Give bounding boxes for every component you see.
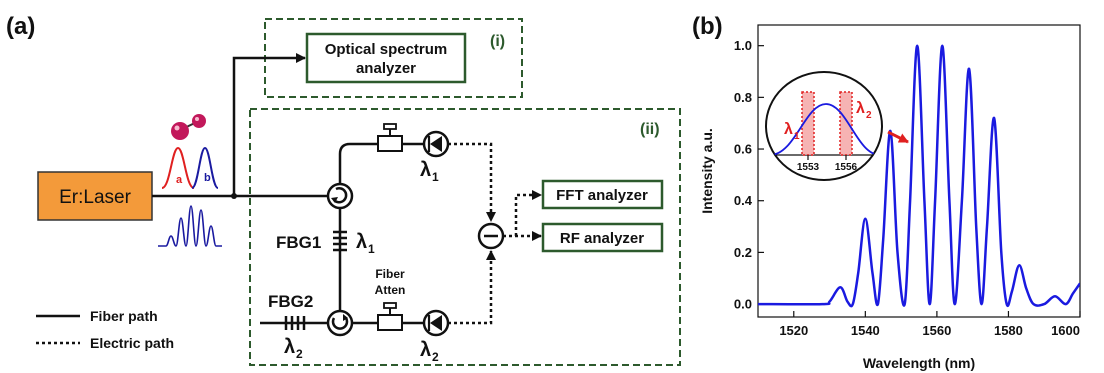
rf-analyzer: RF analyzer bbox=[541, 222, 664, 253]
legend-electric-label: Electric path bbox=[90, 335, 174, 351]
fbg2-label: FBG2 bbox=[268, 292, 313, 311]
subtractor-icon bbox=[477, 222, 505, 250]
lambda1-upper-label: λ 1 bbox=[420, 159, 439, 184]
inset-tick-1556: 1556 bbox=[835, 162, 858, 173]
inset-lambda1-label: λ 1 bbox=[784, 121, 800, 142]
electric-lower-to-subtractor bbox=[448, 250, 496, 325]
y-axis-label: Intensity a.u. bbox=[699, 128, 715, 214]
inset-gaussian-curve bbox=[769, 103, 881, 156]
x-tick-label: 1520 bbox=[779, 323, 808, 338]
box-ii-tag: (ii) bbox=[640, 121, 660, 138]
dashed-box-ii bbox=[249, 108, 681, 366]
y-tick-label: 0.0 bbox=[734, 297, 752, 312]
svg-text:λ: λ bbox=[284, 336, 295, 358]
pulse-a-label: a bbox=[176, 174, 183, 186]
pulse-b-icon bbox=[191, 146, 219, 189]
svg-text:1: 1 bbox=[368, 242, 375, 256]
svg-text:1: 1 bbox=[794, 131, 800, 142]
inset-spectrum: 1553 1556 λ 1 λ 2 bbox=[765, 71, 883, 181]
osa-label-line1: Optical spectrum bbox=[325, 41, 448, 58]
fbg1-grating-icon bbox=[333, 230, 347, 252]
inset-pointer-arrow bbox=[887, 130, 909, 144]
panel-b-tag: (b) bbox=[692, 13, 723, 40]
er-laser-box: Er:Laser bbox=[37, 171, 153, 221]
photodiode-upper-icon bbox=[422, 130, 450, 158]
x-tick-label: 1560 bbox=[922, 323, 951, 338]
legend: Fiber path Electric path bbox=[36, 308, 174, 351]
attenuator-lower-icon bbox=[377, 302, 403, 331]
y-tick-label: 0.6 bbox=[734, 142, 752, 157]
fiber-atten-label-line1: Fiber bbox=[375, 267, 405, 281]
beat-pulse-icon bbox=[158, 205, 222, 247]
svg-text:λ: λ bbox=[856, 100, 865, 117]
fiber-junction-dot bbox=[231, 193, 237, 199]
fiber-upper-arm bbox=[338, 142, 378, 184]
inset-tick-1553: 1553 bbox=[797, 162, 820, 173]
attenuator-upper-icon bbox=[377, 123, 403, 152]
electric-upper-to-subtractor bbox=[448, 142, 496, 222]
rf-label: RF analyzer bbox=[560, 230, 644, 247]
svg-text:2: 2 bbox=[432, 350, 439, 364]
electric-to-fft bbox=[514, 190, 542, 236]
y-tick-label: 1.0 bbox=[734, 38, 752, 53]
x-tick-label: 1580 bbox=[994, 323, 1023, 338]
svg-text:1: 1 bbox=[432, 170, 439, 184]
laser-label: Er:Laser bbox=[59, 187, 131, 208]
lambda2-fbg-label: λ 2 bbox=[284, 336, 303, 361]
series-line-intensity bbox=[758, 44, 1080, 308]
lambda2-lower-label: λ 2 bbox=[420, 339, 439, 364]
circulator-lower-icon bbox=[326, 309, 354, 337]
photodiode-lower-icon bbox=[422, 309, 450, 337]
lambda1-fbg-label: λ 1 bbox=[356, 231, 375, 256]
svg-text:2: 2 bbox=[296, 347, 303, 361]
fbg1-label: FBG1 bbox=[276, 233, 321, 252]
inset-lambda2-label: λ 2 bbox=[856, 100, 872, 121]
svg-text:λ: λ bbox=[420, 339, 431, 361]
fiber-branch-to-osa bbox=[232, 53, 306, 196]
svg-text:λ: λ bbox=[420, 159, 431, 181]
y-tick-label: 0.8 bbox=[734, 90, 752, 105]
inset-band-lambda2 bbox=[839, 91, 853, 156]
y-tick-label: 0.4 bbox=[734, 193, 753, 208]
circulator-upper-icon bbox=[326, 182, 354, 210]
pulse-b-label: b bbox=[204, 172, 211, 184]
svg-text:λ: λ bbox=[356, 231, 367, 253]
panel-a-tag: (a) bbox=[6, 13, 35, 40]
x-tick-label: 1540 bbox=[851, 323, 880, 338]
molecule-icon bbox=[171, 114, 206, 140]
x-axis-label: Wavelength (nm) bbox=[863, 355, 975, 371]
fft-analyzer: FFT analyzer bbox=[541, 179, 664, 210]
x-tick-label: 1600 bbox=[1051, 323, 1080, 338]
pulse-a-icon bbox=[161, 146, 195, 189]
svg-text:2: 2 bbox=[866, 110, 872, 121]
y-tick-label: 0.2 bbox=[734, 245, 752, 260]
legend-fiber-label: Fiber path bbox=[90, 308, 158, 324]
fiber-atten-label-line2: Atten bbox=[375, 283, 406, 297]
svg-text:λ: λ bbox=[784, 121, 793, 138]
fbg2-grating-icon bbox=[284, 316, 306, 330]
optical-spectrum-analyzer: Optical spectrum analyzer bbox=[305, 32, 467, 84]
box-i-tag: (i) bbox=[490, 33, 505, 50]
fft-label: FFT analyzer bbox=[556, 187, 648, 204]
osa-label-line2: analyzer bbox=[356, 60, 416, 77]
plot-frame bbox=[757, 24, 1081, 318]
